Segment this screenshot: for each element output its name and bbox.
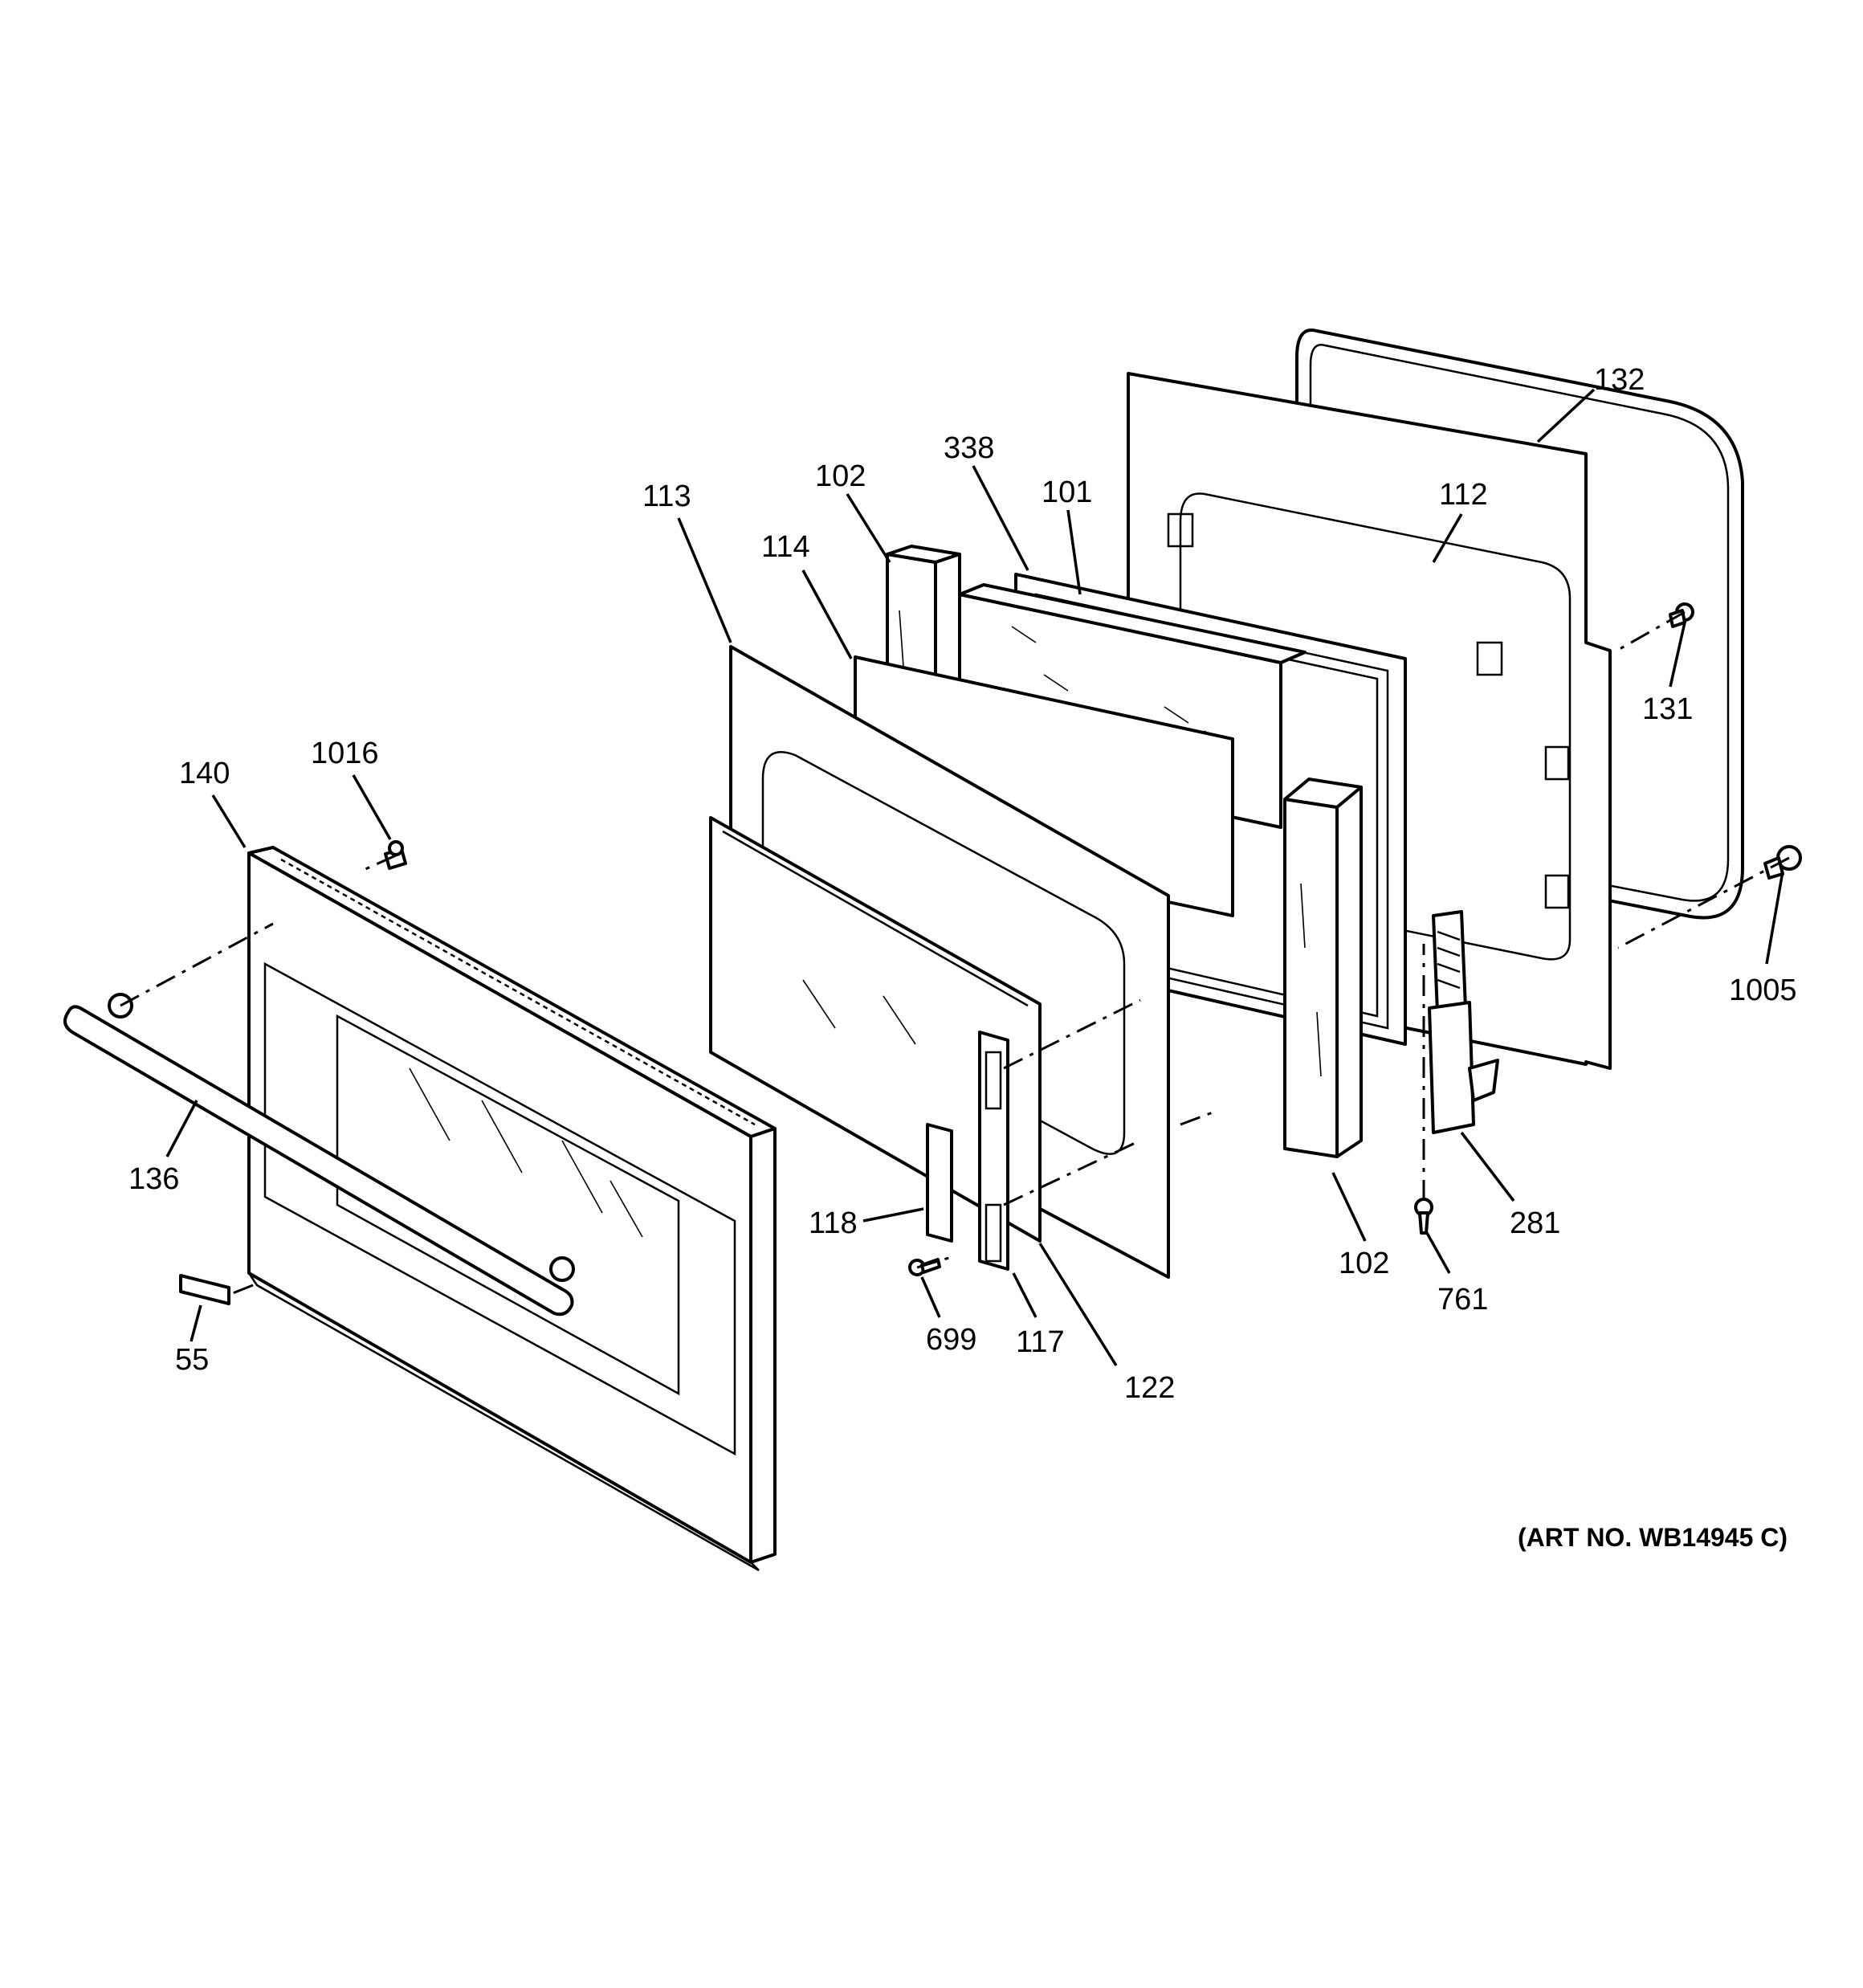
callout-1016: 1016 [311,737,379,770]
badge-55 [179,1274,230,1305]
callout-114: 114 [761,530,810,564]
art-number: (ART NO. WB14945 C) [1518,1523,1788,1552]
callout-113: 113 [642,480,691,513]
hinge-channel-118 [926,1123,953,1243]
callout-281: 281 [1510,1206,1560,1240]
callout-122: 122 [1124,1371,1175,1405]
callout-1005: 1005 [1729,974,1797,1007]
liner-clip-lower-right [1544,874,1570,909]
screw-1016 [384,840,407,870]
callout-140: 140 [179,757,230,790]
callout-labels: 132 338 101 112 113 102 114 131 1016 140… [128,363,1797,1405]
assembly-lines [120,610,1790,1295]
callout-761: 761 [1437,1283,1488,1316]
callout-102-lower: 102 [1339,1247,1389,1280]
handle-post-right [549,1256,575,1282]
callout-136: 136 [128,1162,179,1196]
callout-117: 117 [1016,1325,1065,1359]
callout-699: 699 [926,1323,976,1357]
liner-clip-upper-right [1476,641,1503,676]
callout-112: 112 [1439,478,1488,512]
callout-132: 132 [1594,363,1645,397]
callout-55: 55 [175,1343,209,1377]
door-handle-136 [63,993,575,1316]
callout-101: 101 [1042,476,1092,509]
callout-118: 118 [809,1206,858,1240]
outer-door-140 [247,846,777,1572]
screw-761 [1414,1198,1433,1235]
callout-131: 131 [1642,692,1693,726]
door-hinge-281 [1428,910,1499,1134]
hinge-channel-117 [978,1031,1009,1271]
liner-clip-middle-right [1544,745,1570,781]
callout-102-upper: 102 [815,459,866,493]
insulation-block-102-lower [1283,778,1363,1158]
window-glass-122 [709,816,1042,1243]
leader-lines [165,388,1784,1366]
liner-clip-upper-left [1167,512,1194,548]
callout-338: 338 [944,431,994,465]
